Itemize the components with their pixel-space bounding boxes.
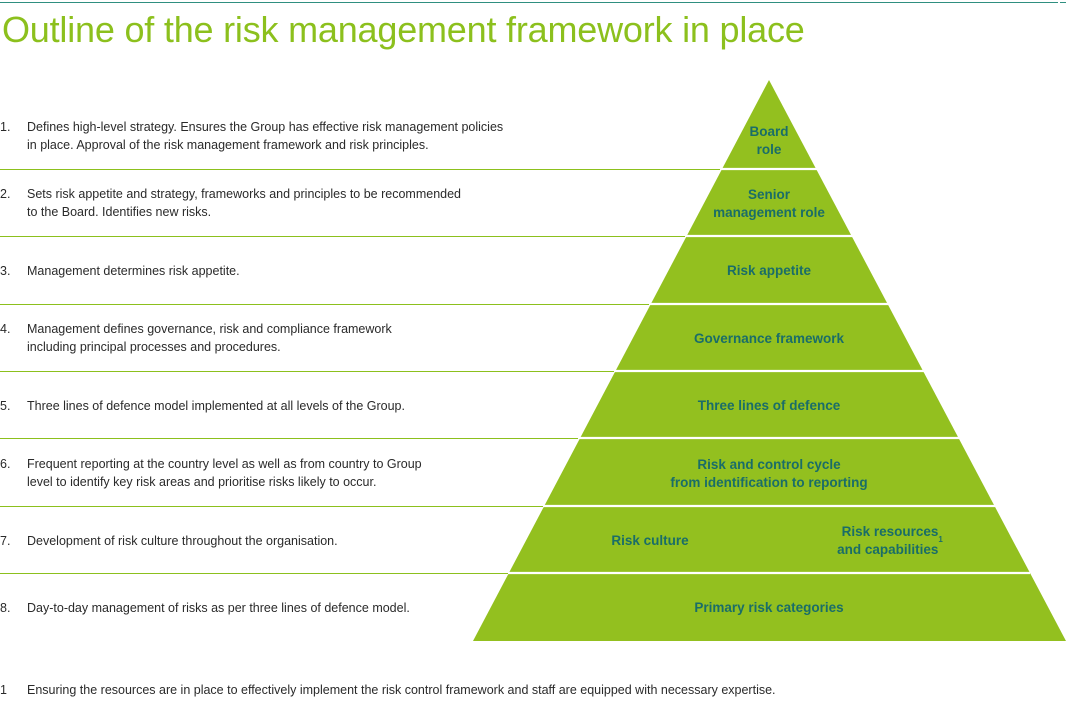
row-divider: [0, 438, 940, 439]
pyramid-level-6-label: Risk and control cycle from identificati…: [619, 456, 919, 492]
step-line: to the Board. Identifies new risks.: [27, 205, 212, 219]
pyramid-label-line: Senior: [747, 187, 790, 202]
step-line: Frequent reporting at the country level …: [27, 457, 422, 471]
step-number: 6.: [0, 457, 11, 471]
footnote-marker: 1: [938, 535, 943, 544]
step-text: Management determines risk appetite.: [27, 262, 240, 280]
pyramid-label-line: and capabilities: [837, 542, 939, 557]
pyramid-label-line: management role: [713, 205, 825, 220]
top-rule: [0, 2, 1058, 3]
pyramid-level-8-label: Primary risk categories: [619, 599, 919, 617]
footnote-text: Ensuring the resources are in place to e…: [27, 683, 776, 697]
step-text: Day-to-day management of risks as per th…: [27, 599, 410, 617]
page-title: Outline of the risk management framework…: [2, 9, 805, 50]
pyramid-dividers: [508, 167, 1030, 575]
pyramid-level-3-label: Risk appetite: [619, 262, 919, 280]
pyramid-label-line: Governance framework: [693, 331, 845, 346]
step-line: Sets risk appetite and strategy, framewo…: [27, 187, 462, 201]
step-line: level to identify key risk areas and pri…: [27, 475, 377, 489]
footnote-number: 1: [0, 683, 7, 697]
step-text: Sets risk appetite and strategy, framewo…: [27, 185, 461, 221]
pyramid-label-line: Risk culture: [611, 533, 689, 548]
step-line: including principal processes and proced…: [27, 340, 281, 354]
pyramid-label-line: Risk appetite: [726, 263, 812, 278]
step-line: Management determines risk appetite.: [27, 264, 240, 278]
pyramid-label-line: Risk resources: [841, 524, 939, 539]
pyramid-label-line: from identification to reporting: [670, 475, 868, 490]
step-number: 3.: [0, 264, 11, 278]
pyramid-shape: [473, 80, 1066, 641]
row-divider: [0, 236, 820, 237]
step-number: 1.: [0, 120, 11, 134]
step-line: in place. Approval of the risk managemen…: [27, 138, 429, 152]
pyramid-level-7-right-label: Risk resources and capabilities1: [810, 523, 970, 559]
pyramid-level-1-label: Board role: [719, 123, 819, 159]
step-line: Defines high-level strategy. Ensures the…: [27, 120, 504, 134]
step-number: 8.: [0, 601, 11, 615]
step-line: Day-to-day management of risks as per th…: [27, 601, 410, 615]
row-divider: [0, 371, 900, 372]
pyramid-level-4-label: Governance framework: [619, 330, 919, 348]
pyramid-label-line: Three lines of defence: [697, 398, 841, 413]
row-divider: [0, 506, 990, 507]
step-line: Three lines of defence model implemented…: [27, 399, 405, 413]
top-rule-dash: [1060, 2, 1066, 3]
step-number: 2.: [0, 187, 11, 201]
pyramid-label-line: role: [756, 142, 782, 157]
step-text: Three lines of defence model implemented…: [27, 397, 405, 415]
row-divider: [0, 304, 860, 305]
step-number: 4.: [0, 322, 11, 336]
step-text: Defines high-level strategy. Ensures the…: [27, 118, 503, 154]
pyramid-level-2-label: Senior management role: [669, 186, 869, 222]
step-number: 5.: [0, 399, 11, 413]
step-text: Frequent reporting at the country level …: [27, 455, 422, 491]
step-number: 7.: [0, 534, 11, 548]
step-text: Development of risk culture throughout t…: [27, 532, 338, 550]
pyramid-label-line: Primary risk categories: [694, 600, 844, 615]
step-text: Management defines governance, risk and …: [27, 320, 392, 356]
pyramid-level-7-left-label: Risk culture: [580, 532, 720, 550]
step-line: Development of risk culture throughout t…: [27, 534, 338, 548]
row-divider: [0, 169, 770, 170]
pyramid-label-line: Risk and control cycle: [697, 457, 841, 472]
step-line: Management defines governance, risk and …: [27, 322, 392, 336]
pyramid-label-line: Board: [749, 124, 789, 139]
pyramid-level-5-label: Three lines of defence: [619, 397, 919, 415]
